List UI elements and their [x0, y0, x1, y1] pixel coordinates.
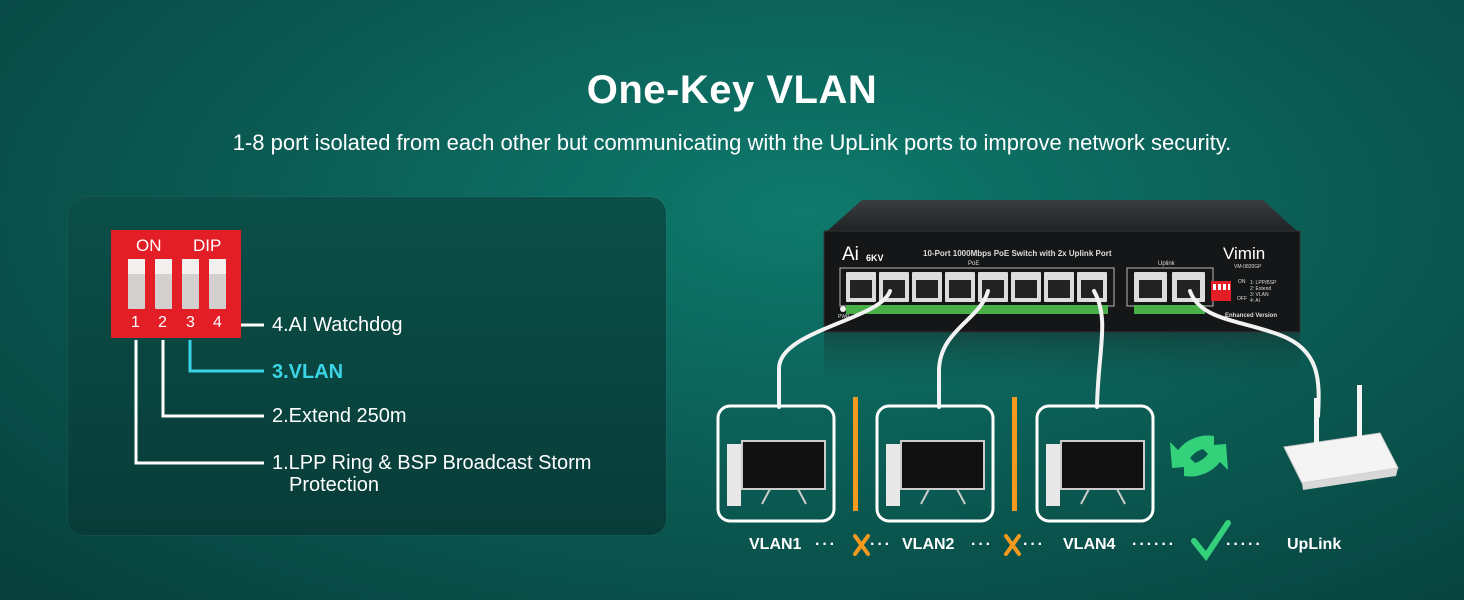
dip-number-1: 1 — [131, 314, 140, 331]
switch-pwr-label: PWR — [838, 314, 850, 320]
dotted-link-1a: ··· — [815, 536, 837, 553]
switch-mode-line-3: 3: VLAN — [1250, 292, 1269, 298]
dotted-link-3b: ····· — [1226, 536, 1263, 553]
dip-number-3: 3 — [186, 314, 195, 331]
dip-number-4: 4 — [213, 314, 222, 331]
switch-poe-label: PoE — [968, 261, 980, 267]
switch-mode-line-2: 2: Extend — [1250, 286, 1272, 292]
switch-uplink-label: Uplink — [1158, 261, 1175, 267]
vlan2-label: VLAN2 — [902, 536, 955, 553]
switch-on-label: ON — [1238, 279, 1246, 285]
switch-edition: Enhanced Version — [1225, 313, 1278, 319]
dotted-link-2a: ··· — [971, 536, 993, 553]
vlan4-label: VLAN4 — [1063, 536, 1116, 553]
dip-toggle-2 — [155, 259, 172, 309]
dip-on-label: ON — [136, 236, 162, 255]
vlan1-label: VLAN1 — [749, 536, 802, 553]
dip-toggle-3 — [182, 259, 199, 309]
dip-toggle-4 — [209, 259, 226, 309]
dip-connector-lines — [134, 323, 264, 465]
dotted-link-1b: ··· — [870, 536, 892, 553]
feature-lpp-ring: 1.LPP Ring & BSP Broadcast Storm — [272, 452, 592, 474]
uplink-label: UpLink — [1287, 536, 1342, 553]
switch-brand: Ai — [842, 244, 859, 265]
feature-vlan: 3.VLAN — [272, 361, 344, 383]
dotted-link-2b: ··· — [1023, 536, 1045, 553]
dip-number-2: 2 — [158, 314, 167, 331]
switch-badge: 6KV — [866, 253, 884, 263]
switch-mode-line-1: 1: LPP/BSP — [1250, 280, 1277, 286]
dotted-link-3a: ······ — [1132, 536, 1176, 553]
switch-mode-line-4: 4: AI — [1250, 298, 1261, 304]
switch-off-label: OFF — [1237, 296, 1247, 302]
feature-lpp-ring-line2: Protection — [289, 474, 380, 496]
feature-extend: 2.Extend 250m — [272, 405, 407, 427]
switch-model-title: 10-Port 1000Mbps PoE Switch with 2x Upli… — [923, 249, 1112, 258]
switch-model: VM-0820GP — [1234, 264, 1262, 270]
dip-toggle-1 — [128, 259, 145, 309]
page-subtitle: 1-8 port isolated from each other but co… — [232, 130, 1232, 155]
feature-watchdog: 4.AI Watchdog — [272, 314, 403, 336]
dip-dip-label: DIP — [193, 236, 222, 255]
page-title: One-Key VLAN — [586, 68, 878, 112]
switch-vendor: Vimin — [1223, 244, 1266, 263]
